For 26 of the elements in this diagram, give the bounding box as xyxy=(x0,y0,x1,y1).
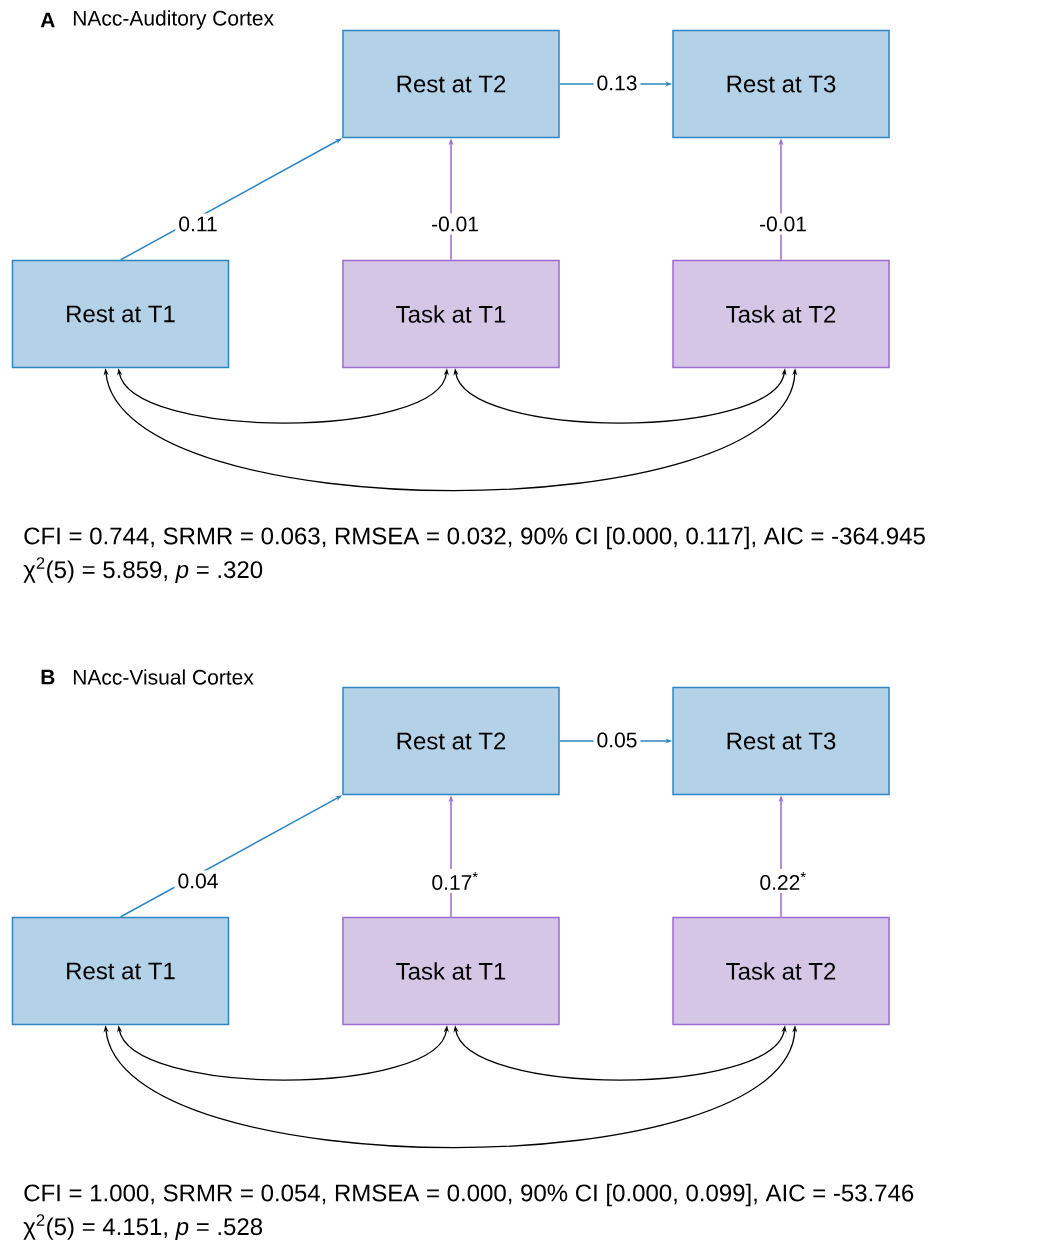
variable-box: Rest at T1 xyxy=(11,259,230,369)
panel-title: NAcc-Visual Cortex xyxy=(73,669,254,685)
panel-letter: B xyxy=(41,669,55,685)
edge-label: 0.17$^{*}$ xyxy=(428,869,482,893)
variable-box: Rest at T3 xyxy=(672,29,890,139)
variable-box: Rest at T3 xyxy=(672,686,890,796)
variable-box: Rest at T2 xyxy=(342,29,560,139)
edge-label: 0.11 xyxy=(175,213,221,235)
edge-label: 0.13 xyxy=(593,72,641,94)
edge-label: 0.04 xyxy=(174,870,222,892)
variable-box: Rest at T2 xyxy=(342,686,560,796)
variable-box: Task at T1 xyxy=(342,916,560,1026)
edge-label: -0.01 xyxy=(428,213,482,235)
variable-box: Task at T1 xyxy=(342,259,560,369)
fit-statistics: CFI = 0.744, SRMR = 0.063, RMSEA = 0.032, 90% CI [0.000, 0.117], AIC = -364.945 xyxy=(24,526,925,550)
panel-letter: A xyxy=(40,12,55,28)
edge-label: -0.01 xyxy=(756,213,810,235)
variable-box: Rest at T1 xyxy=(11,916,230,1026)
panel-title: NAcc-Auditory Cortex xyxy=(73,10,274,30)
variable-box: Task at T2 xyxy=(672,259,890,369)
fit-statistics: χ$^{2}$(5) = 5.859, p = .320 xyxy=(23,557,263,583)
edge-label: 0.05 xyxy=(593,729,641,751)
edge-label: 0.22$^{*}$ xyxy=(756,869,810,893)
fit-statistics: CFI = 1.000, SRMR = 0.054, RMSEA = 0.000, 90% CI [0.000, 0.099], AIC = -53.746 xyxy=(24,1183,914,1207)
fit-statistics: χ$^{2}$(5) = 4.151, p = .528 xyxy=(23,1214,263,1240)
variable-box: Task at T2 xyxy=(672,916,890,1026)
